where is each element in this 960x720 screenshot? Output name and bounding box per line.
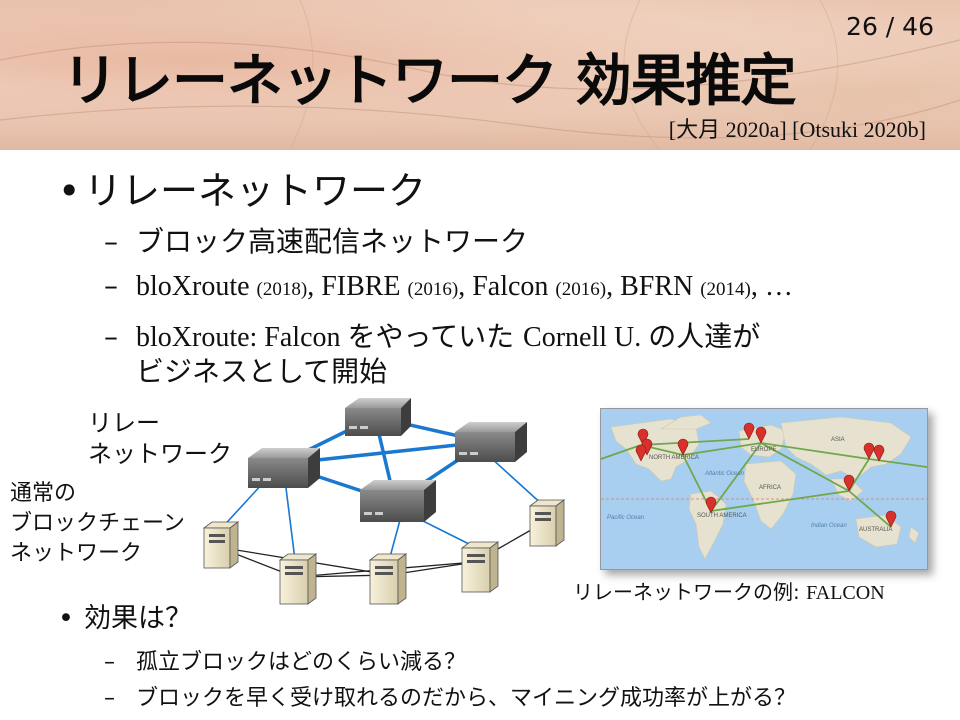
year-2016b: (2016) [555, 279, 607, 300]
sub-bullet-text: 孤立ブロックはどのくらい減る？ [136, 650, 467, 675]
map-label-indian: Indian Ocean [811, 523, 847, 529]
map-caption-ja: リレーネットワークの例: [573, 580, 807, 604]
sub3-b: をやっていた [347, 320, 524, 353]
dash: – [104, 320, 118, 353]
dash: – [104, 225, 118, 258]
dash: – [104, 686, 115, 711]
sub-bullet-text: ブロック高速配信ネットワーク [136, 225, 529, 258]
relay-server-icon [360, 480, 436, 522]
bullet-text: 効果は？ [84, 603, 192, 634]
map-background-decoration [0, 0, 960, 150]
normal-label-2: ブロックチェーン [10, 511, 185, 536]
map-pins [635, 422, 897, 528]
map-label-europe: EUROPE [751, 447, 776, 453]
map-label-pacific: Pacific Ocean [607, 515, 645, 521]
node-pc-icon [278, 553, 318, 605]
bullet-effect: • 効果は？ [58, 596, 192, 635]
world-map-svg: ASIA EUROPE AFRICA NORTH AMERICA SOUTH A… [601, 414, 927, 560]
page-number: 26 / 46 [846, 12, 934, 41]
node-pc-icon [528, 499, 566, 547]
name-bloxroute: bloXroute [136, 271, 257, 302]
relay-server-icon [345, 398, 411, 436]
year-2014: (2014) [700, 279, 751, 300]
normal-label-3: ネットワーク [10, 541, 143, 566]
sub-bullet-1: –ブロック高速配信ネットワーク [104, 220, 528, 260]
network-diagram [202, 398, 566, 605]
year-2016a: (2016) [407, 279, 459, 300]
dash: – [104, 269, 118, 302]
slide-header: 26 / 46 リレーネットワーク 効果推定 [大月 2020a] [Otsuk… [0, 0, 960, 150]
year-2018: (2018) [256, 279, 308, 300]
sub-bullet-text: ブロックを早く受け取れるのだから、マイニング成功率が上がる？ [136, 686, 797, 711]
normal-label-1: 通常の [10, 481, 77, 506]
node-pc-icon [202, 521, 240, 569]
bullet-dot: • [58, 169, 81, 213]
sub3-c: Cornell U. [523, 322, 649, 353]
falcon-world-map: ASIA EUROPE AFRICA NORTH AMERICA SOUTH A… [600, 408, 928, 570]
map-label-australia: AUSTRALIA [859, 527, 892, 533]
map-label-atlantic: Atlantic Ocean [704, 471, 745, 477]
sub-bullet-effect-1: –孤立ブロックはどのくらい減る？ [104, 644, 466, 676]
citation: [大月 2020a] [Otsuki 2020b] [668, 117, 926, 142]
sub3-a: bloXroute: Falcon [136, 322, 348, 353]
relay-server-icon [455, 422, 527, 462]
sub-bullet-3: –bloXroute: Falcon をやっていた Cornell U. の人達… [104, 315, 760, 355]
bullet-dot: • [58, 603, 74, 634]
relay-label-2: ネットワーク [88, 440, 232, 468]
node-pc-icon [368, 553, 408, 605]
map-label-south-america: SOUTH AMERICA [697, 513, 747, 519]
slide-title: リレーネットワーク 効果推定 [62, 49, 796, 114]
map-caption-en: FALCON [806, 582, 885, 604]
ellipsis: , … [750, 271, 793, 302]
dash: – [104, 650, 115, 675]
sub-bullet-effect-2: –ブロックを早く受け取れるのだから、マイニング成功率が上がる？ [104, 680, 796, 712]
map-label-north-america: NORTH AMERICA [649, 455, 699, 461]
map-labels: ASIA EUROPE AFRICA NORTH AMERICA SOUTH A… [607, 437, 892, 533]
node-pc-icon [460, 541, 500, 593]
name-fibre: , FIBRE [307, 271, 408, 302]
map-label-africa: AFRICA [759, 485, 781, 491]
name-falcon: , Falcon [458, 271, 556, 302]
bullet-text: リレーネットワーク [84, 169, 427, 213]
name-bfrn: , BFRN [606, 271, 701, 302]
sub3-d: の人達が [648, 320, 761, 353]
relay-server-icon [248, 448, 320, 488]
sub-bullet-2: –bloXroute (2018), FIBRE (2016), Falcon … [104, 269, 793, 303]
relay-label-1: リレー [88, 409, 160, 437]
map-label-asia: ASIA [831, 437, 845, 443]
bullet-relay-network: •リレーネットワーク [58, 160, 426, 215]
map-caption: リレーネットワークの例: FALCON [573, 576, 885, 605]
sub-bullet-3-line2: ビジネスとして開始 [136, 355, 388, 388]
